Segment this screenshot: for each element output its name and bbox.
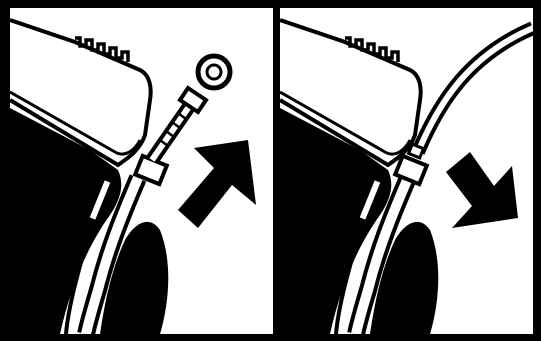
dipstick-tip-right [406, 142, 426, 160]
engine-cover [10, 18, 153, 168]
dipstick-tube-inner-right [351, 176, 413, 334]
tube-collar-right [392, 153, 430, 187]
arrow-down-icon [446, 152, 518, 228]
engine-shadow-right [280, 108, 392, 334]
panel-right [280, 8, 533, 334]
dipstick-shaft-inner [149, 96, 198, 162]
engine-cover-ridge [75, 36, 130, 62]
tube-bracket-slot-right [359, 180, 381, 220]
panel-left [10, 8, 273, 334]
tube-bracket-slot [89, 180, 111, 220]
dipstick-handle-base [177, 85, 209, 115]
dipstick-tube-inner [81, 176, 143, 334]
engine-cover-inner-edge-right [280, 90, 412, 156]
engine-cover-ridge-right [345, 36, 400, 62]
engine-lower-body [100, 221, 169, 334]
engine-cover-right [280, 18, 423, 168]
arrow-up-icon [178, 140, 256, 228]
dipstick-marks [159, 112, 187, 147]
dipstick-ring-hole [205, 63, 223, 81]
engine-shadow [10, 108, 122, 334]
dipstick-shaft-inner-right [415, 25, 533, 154]
engine-cover-inner-edge [10, 90, 142, 156]
engine-lower-body-right [370, 221, 439, 334]
